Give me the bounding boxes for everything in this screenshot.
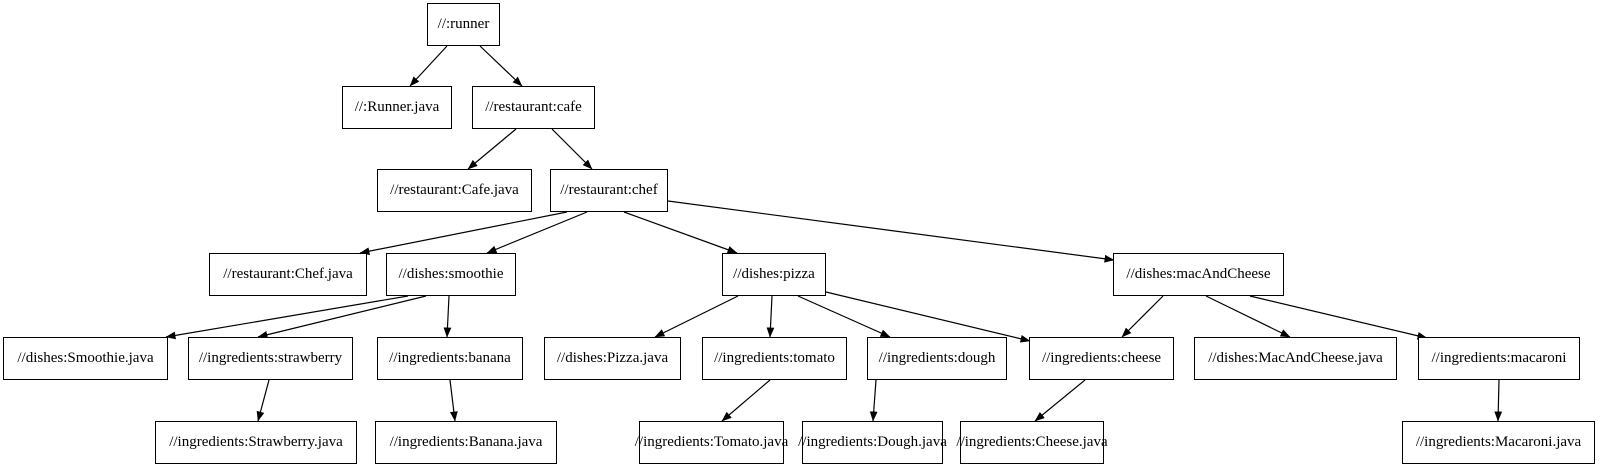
graph-node-cheese-java: //ingredients:Cheese.java (956, 421, 1108, 464)
edge-macandcheese-to-macandcheese-java (1205, 295, 1291, 338)
graph-node-cafe-java: //restaurant:Cafe.java (377, 169, 532, 212)
graph-node-dough-java: //ingredients:Dough.java (798, 421, 947, 464)
node-label: //ingredients:Banana.java (389, 434, 543, 450)
node-label: //ingredients:Macaroni.java (1415, 434, 1582, 450)
node-label: //ingredients:Tomato.java (634, 434, 789, 450)
node-label: //dishes:pizza (733, 266, 815, 282)
node-label: //ingredients:Dough.java (798, 434, 947, 450)
graph-node-runner-java: //:Runner.java (342, 86, 452, 129)
edge-banana-to-banana-java (449, 379, 458, 422)
node-label: //:Runner.java (354, 99, 440, 115)
edge-smoothie-to-smoothie-java (165, 295, 409, 340)
graph-node-strawberry-java: //ingredients:Strawberry.java (155, 421, 357, 464)
edge-smoothie-to-banana (443, 295, 452, 338)
node-label: //ingredients:tomato (714, 350, 835, 366)
edge-macandcheese-to-macaroni (1249, 295, 1428, 340)
graph-node-runner: //:runner (427, 3, 500, 46)
node-label: //:runner (437, 16, 490, 32)
node-label: //ingredients:Cheese.java (956, 434, 1108, 450)
edge-tomato-to-tomato-java (721, 379, 771, 422)
edge-smoothie-to-strawberry (257, 295, 427, 339)
node-label: //restaurant:chef (560, 182, 658, 198)
edge-cafe-to-chef (551, 128, 593, 170)
node-label: //ingredients:Strawberry.java (169, 434, 343, 450)
graph-node-banana-java: //ingredients:Banana.java (375, 421, 557, 464)
edge-chef-to-macandcheese (667, 200, 1115, 263)
graph-node-pizza-java: //dishes:Pizza.java (544, 337, 681, 380)
node-label: //dishes:Pizza.java (556, 350, 669, 366)
node-label: //dishes:smoothie (398, 266, 504, 282)
edge-cheese-to-cheese-java (1034, 379, 1086, 422)
graph-node-dough: //ingredients:dough (867, 337, 1007, 380)
graph-node-macaroni-java: //ingredients:Macaroni.java (1402, 421, 1595, 464)
graph-node-banana: //ingredients:banana (377, 337, 523, 380)
graph-node-chef: //restaurant:chef (550, 169, 668, 212)
edge-strawberry-to-strawberry-java (256, 379, 270, 422)
graph-node-cafe: //restaurant:cafe (472, 86, 595, 129)
graph-node-chef-java: //restaurant:Chef.java (209, 253, 367, 296)
node-label: //restaurant:Chef.java (223, 266, 353, 282)
edge-macaroni-to-macaroni-java (1494, 379, 1503, 422)
edge-runner-to-runner-java (409, 45, 448, 87)
edge-pizza-to-cheese (825, 291, 1031, 343)
graph-node-smoothie-java: //dishes:Smoothie.java (3, 337, 168, 380)
node-label: //restaurant:Cafe.java (390, 182, 519, 198)
edge-chef-to-smoothie (486, 211, 588, 254)
edge-dough-to-dough-java (869, 379, 878, 422)
edge-pizza-to-tomato (766, 295, 775, 338)
node-label: //dishes:MacAndCheese.java (1208, 350, 1383, 366)
graph-node-tomato-java: //ingredients:Tomato.java (635, 421, 788, 464)
edge-pizza-to-pizza-java (654, 295, 739, 338)
edge-chef-to-pizza (623, 211, 738, 254)
edge-runner-to-cafe (479, 45, 523, 87)
graph-node-cheese: //ingredients:cheese (1029, 337, 1174, 380)
node-label: //ingredients:macaroni (1431, 350, 1567, 366)
edge-pizza-to-dough (797, 295, 891, 338)
edge-chef-to-chef-java (359, 211, 568, 255)
node-label: //ingredients:cheese (1041, 350, 1162, 366)
graph-node-macandcheese: //dishes:macAndCheese (1113, 253, 1284, 296)
graph-node-pizza: //dishes:pizza (722, 253, 826, 296)
graph-edges (165, 45, 1503, 422)
graph-node-macandcheese-java: //dishes:MacAndCheese.java (1194, 337, 1397, 380)
node-label: //ingredients:strawberry (198, 350, 343, 366)
node-label: //restaurant:cafe (485, 99, 582, 115)
graph-node-macaroni: //ingredients:macaroni (1418, 337, 1580, 380)
graph-node-strawberry: //ingredients:strawberry (188, 337, 353, 380)
graph-node-smoothie: //dishes:smoothie (386, 253, 516, 296)
edge-macandcheese-to-cheese (1121, 295, 1164, 338)
node-label: //ingredients:banana (389, 350, 511, 366)
node-label: //ingredients:dough (878, 350, 996, 366)
edge-cafe-to-cafe-java (467, 128, 517, 170)
node-label: //dishes:macAndCheese (1126, 266, 1271, 282)
graph-node-tomato: //ingredients:tomato (702, 337, 847, 380)
node-label: //dishes:Smoothie.java (17, 350, 154, 366)
